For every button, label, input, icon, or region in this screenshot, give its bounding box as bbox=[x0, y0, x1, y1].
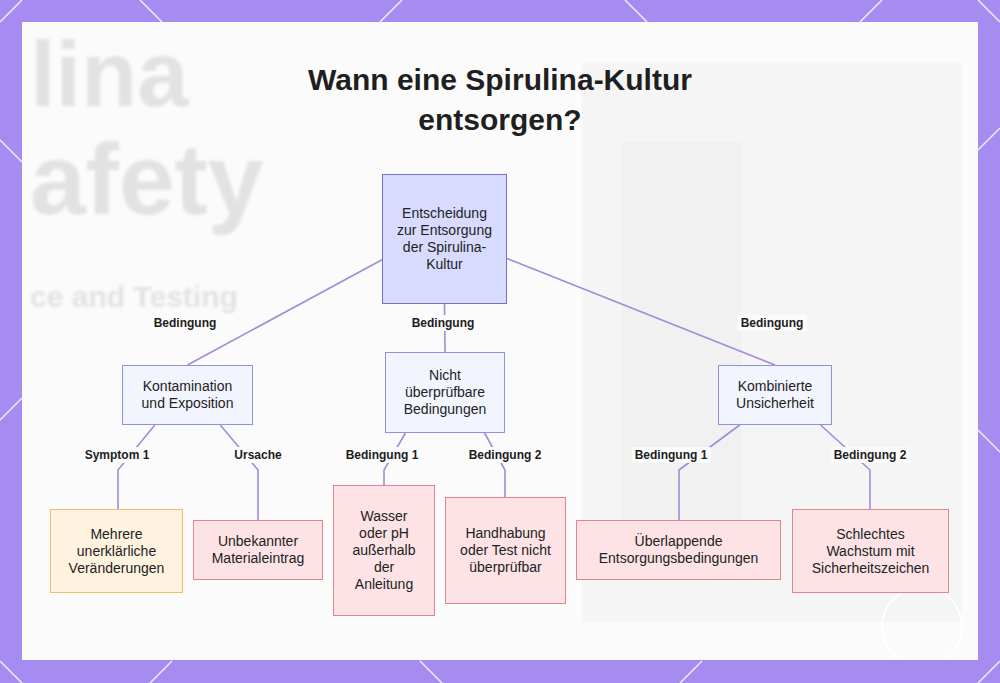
edge-label: Bedingung 2 bbox=[466, 447, 545, 463]
node-text: Überlappende Entsorgungsbedingungen bbox=[591, 533, 766, 567]
category-box: Nicht überprüfbare Bedingungen bbox=[385, 352, 505, 433]
edge-label: Bedingung 2 bbox=[831, 447, 910, 463]
connector-line bbox=[485, 433, 505, 497]
symptom-box: Mehrere unerklärliche Veränderungen bbox=[50, 509, 183, 593]
decision-root-box: Entscheidung zur Entsorgung der Spirulin… bbox=[382, 174, 507, 304]
node-text: Kombinierte Unsicherheit bbox=[733, 378, 817, 412]
node-text: Wasser oder pH außerhalb der Anleitung bbox=[348, 508, 420, 593]
connector-line bbox=[188, 260, 383, 365]
connector-line bbox=[118, 425, 155, 509]
diagram-title: Wann eine Spirulina-Kultur entsorgen? bbox=[280, 60, 720, 140]
edge-label: Bedingung 1 bbox=[632, 447, 711, 463]
node-text: Schlechtes Wachstum mit Sicherheitszeich… bbox=[807, 526, 934, 577]
condition-box: Schlechtes Wachstum mit Sicherheitszeich… bbox=[792, 509, 949, 593]
condition-box: Überlappende Entsorgungsbedingungen bbox=[576, 520, 781, 580]
node-text: Handhabung oder Test nicht überprüfbar bbox=[460, 525, 551, 576]
watermark-text: ce and Testing bbox=[30, 280, 238, 314]
category-box: Kombinierte Unsicherheit bbox=[718, 365, 832, 425]
connector-line bbox=[220, 425, 258, 520]
condition-box: Unbekannter Materialeintrag bbox=[193, 520, 323, 580]
category-box: Kontamination und Exposition bbox=[122, 365, 253, 425]
node-text: Kontamination und Exposition bbox=[137, 378, 238, 412]
node-text: Entscheidung zur Entsorgung der Spirulin… bbox=[397, 205, 492, 273]
connector-line bbox=[679, 425, 740, 520]
condition-box: Wasser oder pH außerhalb der Anleitung bbox=[333, 485, 435, 616]
connector-line bbox=[821, 425, 870, 509]
node-text: Nicht überprüfbare Bedingungen bbox=[400, 367, 490, 418]
watermark-text: lina bbox=[30, 22, 188, 127]
node-text: Mehrere unerklärliche Veränderungen bbox=[65, 526, 168, 577]
edge-label: Symptom 1 bbox=[82, 447, 153, 463]
edge-label: Bedingung bbox=[409, 315, 478, 331]
watermark-text: afety bbox=[30, 122, 263, 237]
edge-label: Ursache bbox=[231, 447, 284, 463]
edge-label: Bedingung bbox=[738, 315, 807, 331]
edge-label: Bedingung 1 bbox=[343, 447, 422, 463]
connector-line bbox=[507, 259, 775, 366]
edge-label: Bedingung bbox=[151, 315, 220, 331]
condition-box: Handhabung oder Test nicht überprüfbar bbox=[445, 497, 566, 604]
node-text: Unbekannter Materialeintrag bbox=[208, 533, 308, 567]
